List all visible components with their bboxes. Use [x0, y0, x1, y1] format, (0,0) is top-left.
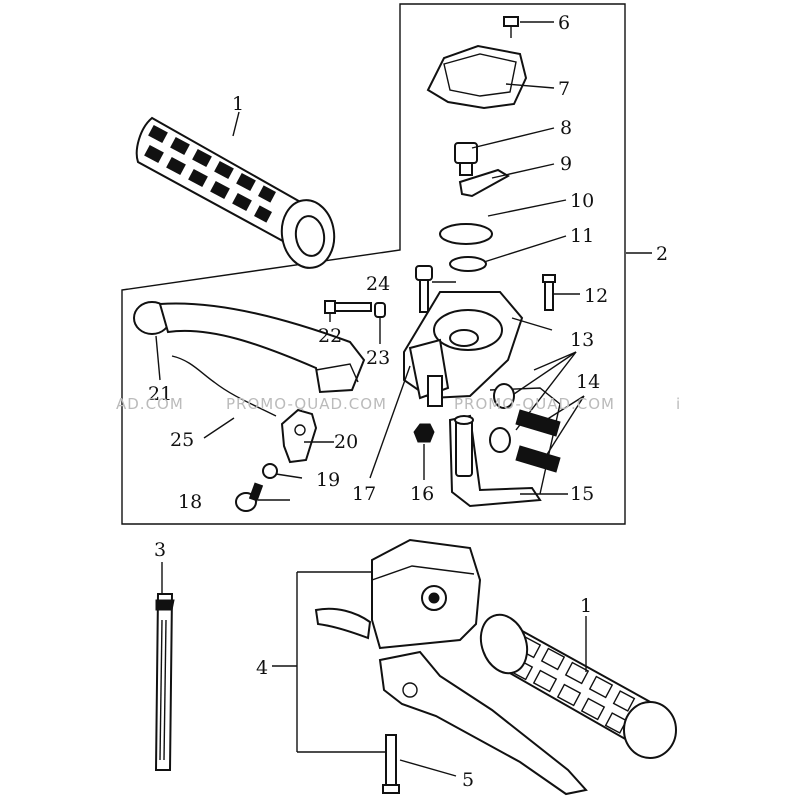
callout-24: 24	[366, 273, 390, 295]
pivot-bolt-part-24	[415, 265, 433, 313]
watermark-text-3: PROMO-QUAD.COM	[454, 395, 615, 413]
callout-18: 18	[178, 491, 202, 513]
o-ring-part-11	[449, 256, 487, 272]
callout-22: 22	[318, 325, 342, 347]
callout-20: 20	[334, 431, 358, 453]
cap-part-16	[413, 423, 435, 443]
callout-25: 25	[170, 429, 194, 451]
callout-3: 3	[154, 539, 166, 561]
watermark: AD.COM PROMO-QUAD.COM PROMO-QUAD.COM i	[116, 395, 681, 413]
pin-part-12	[542, 274, 556, 311]
nut-part-19	[262, 463, 278, 479]
brake-lever-part-21	[133, 301, 366, 394]
callout-7: 7	[558, 78, 570, 100]
watermark-text-4: i	[676, 395, 681, 413]
collar-part-23	[374, 302, 386, 318]
cable-part-25	[171, 355, 277, 417]
callout-6: 6	[558, 12, 570, 34]
callout-labels: 1 6 7 8 9 10 11 2 12 24 22 23 13 14 21 2…	[148, 12, 668, 791]
switch-part-20	[280, 408, 318, 464]
bolt-part-8	[454, 142, 478, 176]
callout-23: 23	[366, 347, 390, 369]
spring-part-10	[439, 223, 493, 245]
screw-part-6	[503, 16, 519, 38]
callout-10: 10	[570, 190, 594, 212]
watermark-text-2: PROMO-QUAD.COM	[226, 395, 387, 413]
assembly-2-group-box	[121, 3, 626, 525]
watermark-text-1: AD.COM	[116, 395, 184, 413]
callout-19: 19	[316, 469, 340, 491]
bolt-part-5	[382, 734, 400, 794]
master-cylinder-body	[403, 291, 561, 508]
screw-part-18	[235, 482, 264, 512]
callout-11: 11	[570, 225, 594, 247]
callout-12: 12	[584, 285, 608, 307]
callout-9: 9	[560, 153, 572, 175]
callout-14: 14	[576, 371, 600, 393]
callout-2: 2	[656, 243, 668, 265]
leader-lines	[155, 21, 652, 777]
strap-part-3	[154, 593, 175, 771]
callout-1-bottom: 1	[580, 595, 592, 617]
callout-13: 13	[570, 329, 594, 351]
reservoir-cover-part-7	[426, 44, 528, 110]
switch-housing-part-4	[314, 538, 588, 796]
callout-4: 4	[256, 657, 268, 679]
grip-top-part-1	[135, 116, 336, 269]
callout-16: 16	[410, 483, 434, 505]
callout-8: 8	[560, 117, 572, 139]
callout-15: 15	[570, 483, 594, 505]
callout-21: 21	[148, 383, 172, 405]
washers-part-13	[489, 383, 515, 453]
banjo-bolts-part-14	[515, 409, 561, 473]
grip-bottom-part-1	[479, 613, 677, 759]
bolt-part-22	[324, 300, 372, 314]
callout-5: 5	[462, 769, 474, 791]
callout-17: 17	[352, 483, 376, 505]
callout-1-top: 1	[232, 93, 244, 115]
